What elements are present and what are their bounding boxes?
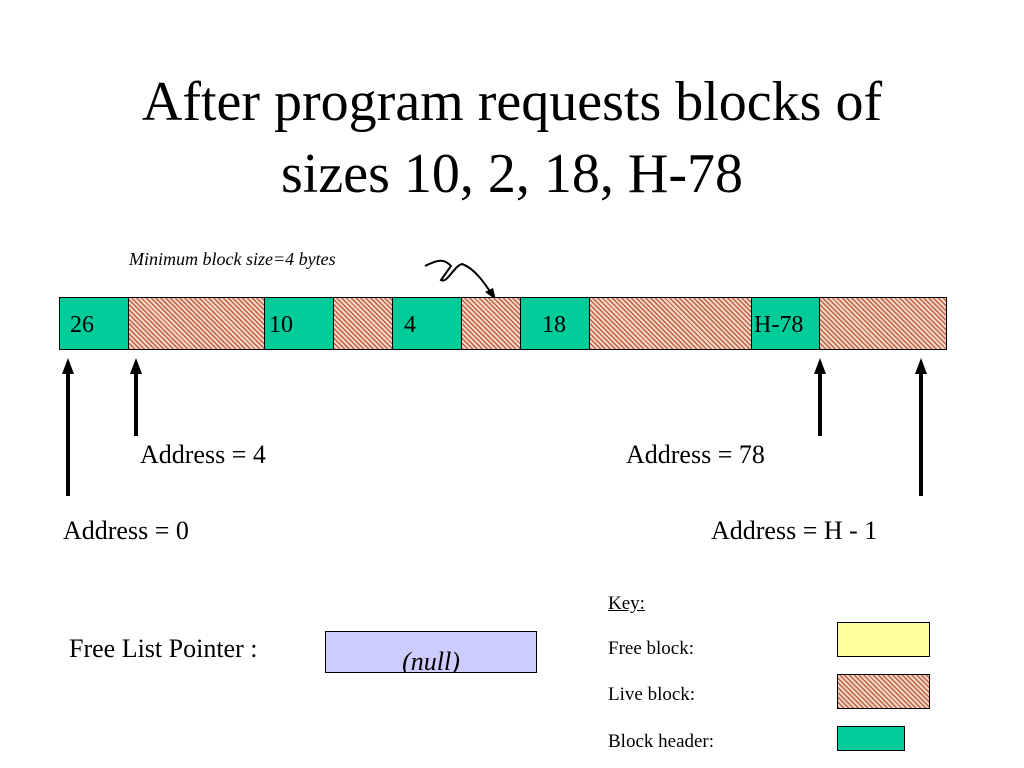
block-header-10: 10: [264, 297, 333, 350]
free-list-pointer-value: (null): [402, 647, 460, 673]
slide-title: After program requests blocks of sizes 1…: [0, 66, 1024, 210]
block-header-4: 4: [392, 297, 461, 350]
header-label: H-78: [754, 312, 804, 338]
key-title: Key:: [608, 593, 645, 614]
squiggle-line: [424, 259, 494, 297]
block-header-26: 26: [59, 297, 128, 350]
arrowhead: [915, 358, 927, 374]
key-live-label: Live block:: [608, 684, 696, 705]
live-block: [333, 297, 392, 350]
address-4-label: Address = 4: [140, 440, 266, 469]
arrowhead: [130, 358, 142, 374]
block-header-18: 18: [520, 297, 589, 350]
live-block: [128, 297, 264, 350]
free-list-pointer-box: (null): [325, 631, 537, 673]
live-block-swatch: [837, 674, 930, 709]
live-block: [461, 297, 520, 350]
arrowhead: [814, 358, 826, 374]
header-label: 10: [269, 312, 293, 338]
block-header-swatch: [837, 726, 905, 751]
key-header-label: Block header:: [608, 731, 715, 752]
free-list-pointer-label: Free List Pointer :: [69, 634, 258, 663]
key-free-label: Free block:: [608, 638, 695, 659]
slide-title-line-1: After program requests blocks of: [141, 71, 883, 133]
min-block-size-annotation: Minimum block size=4 bytes: [129, 249, 336, 269]
address-78-label: Address = 78: [626, 440, 765, 469]
address-0-label: Address = 0: [63, 516, 189, 545]
slide-title-line-2: sizes 10, 2, 18, H-78: [281, 143, 743, 205]
live-block: [589, 297, 751, 350]
header-label: 26: [70, 312, 94, 338]
address-h-1-label: Address = H - 1: [711, 516, 878, 545]
header-label: 4: [404, 312, 416, 338]
live-block: [819, 297, 947, 350]
free-block-swatch: [837, 622, 930, 657]
header-label: 18: [542, 312, 566, 338]
block-header-h78: H-78: [751, 297, 819, 350]
arrowhead: [62, 358, 74, 374]
